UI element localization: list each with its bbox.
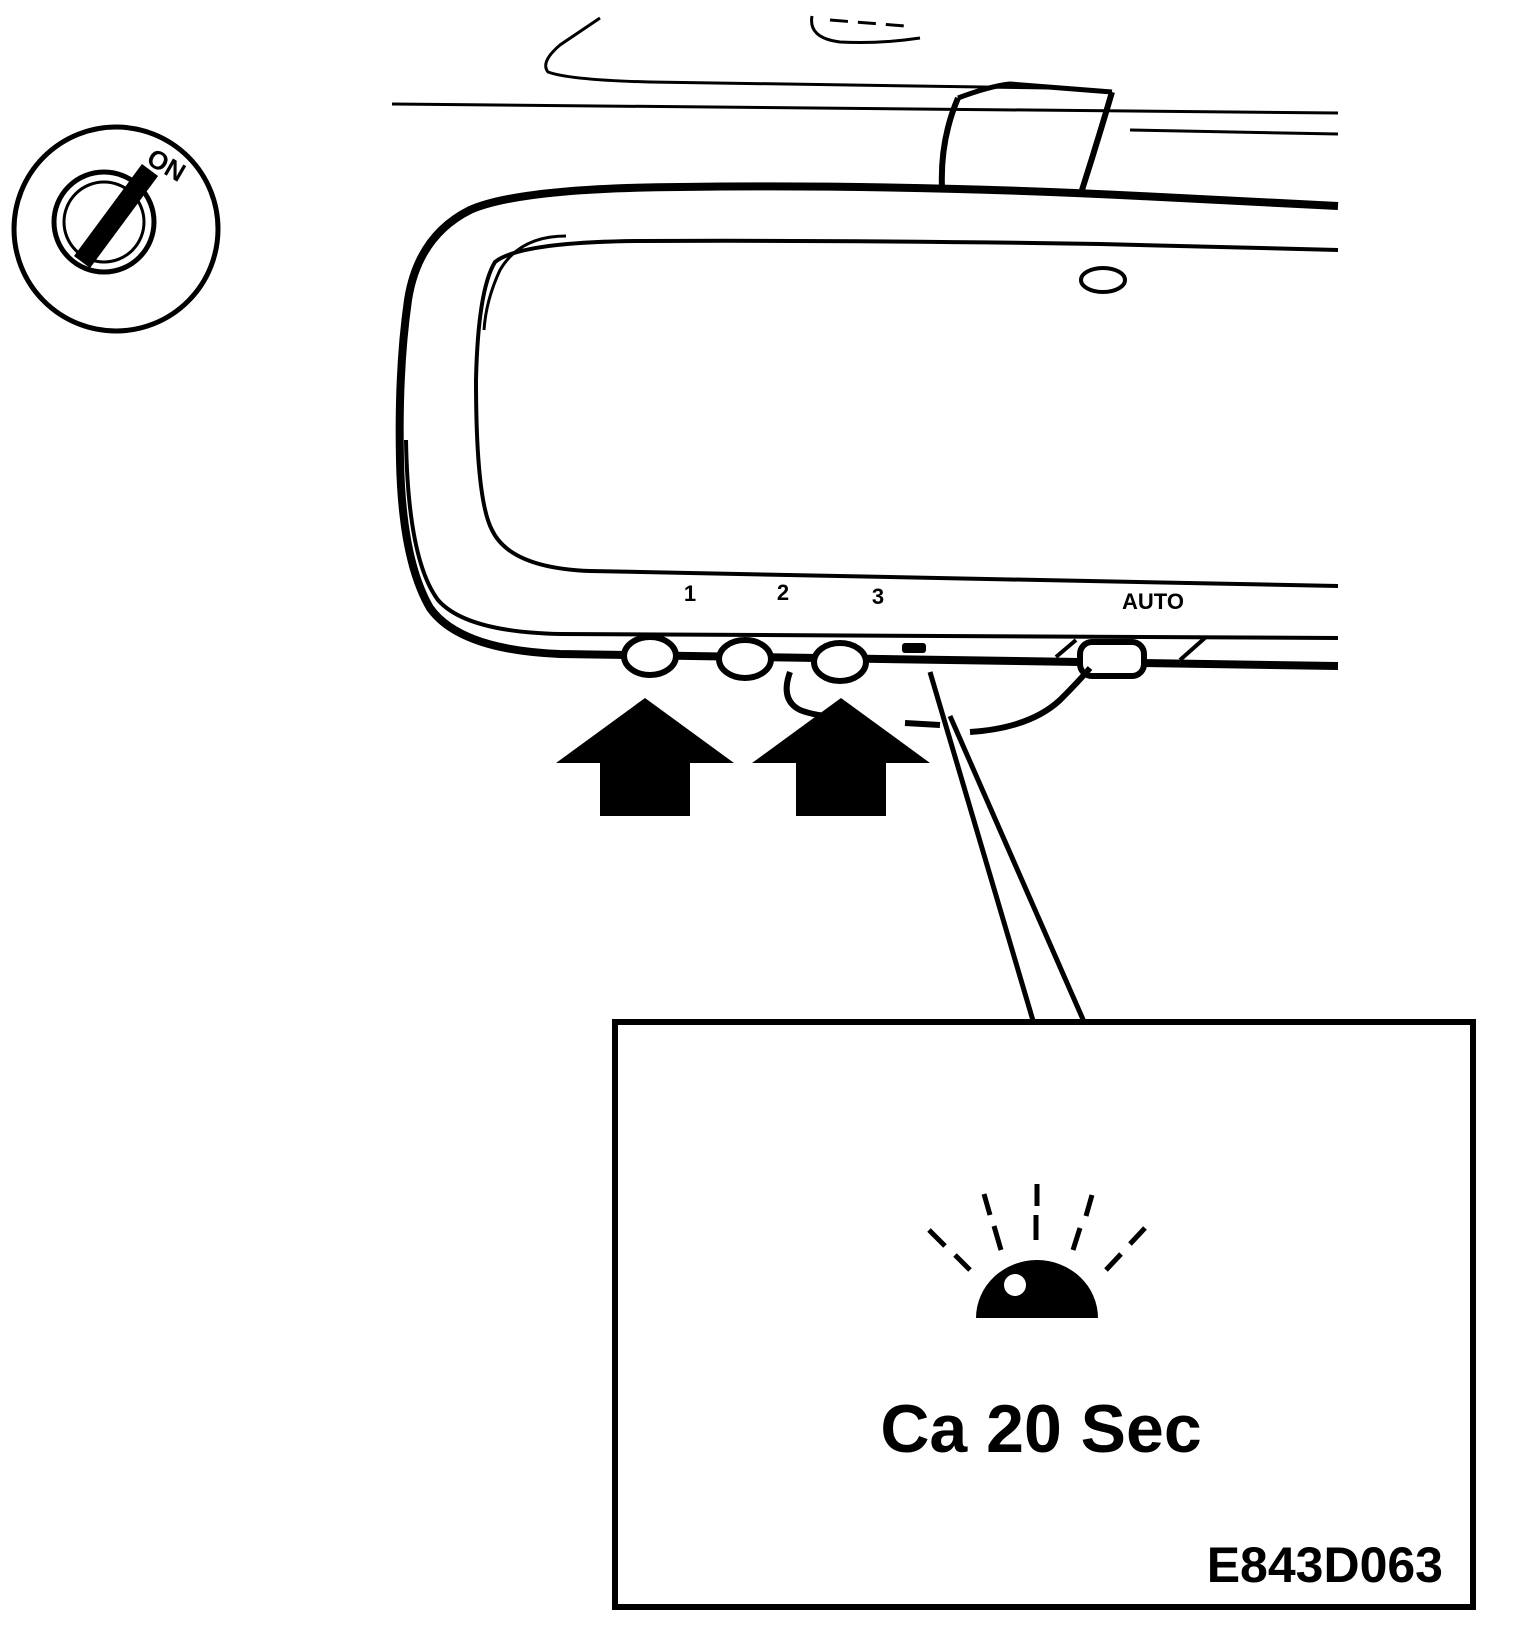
button-3-label: 3 — [872, 584, 884, 609]
callout-leader — [927, 671, 1088, 1026]
mirror-mount — [938, 81, 1115, 191]
figure-code: E843D063 — [1207, 1537, 1443, 1593]
windshield-outline — [391, 15, 1339, 136]
mirror-button-1[interactable] — [621, 634, 679, 678]
mirror-buttons — [621, 634, 1208, 684]
press-arrow-left-icon — [556, 698, 734, 816]
blinking-led-icon — [927, 1184, 1147, 1318]
duration-text: Ca 20 Sec — [880, 1391, 1201, 1467]
indicator-led — [902, 643, 926, 653]
rearview-mirror — [395, 182, 1339, 670]
button-1-label: 1 — [684, 581, 696, 606]
ignition-switch-icon: ON — [11, 124, 221, 334]
auto-button[interactable] — [1077, 639, 1147, 679]
press-arrow-right-icon — [752, 698, 930, 816]
mirror-button-3[interactable] — [811, 640, 869, 684]
button-2-label: 2 — [777, 580, 789, 605]
auto-label: AUTO — [1122, 589, 1184, 614]
mirror-button-2[interactable] — [716, 637, 774, 681]
